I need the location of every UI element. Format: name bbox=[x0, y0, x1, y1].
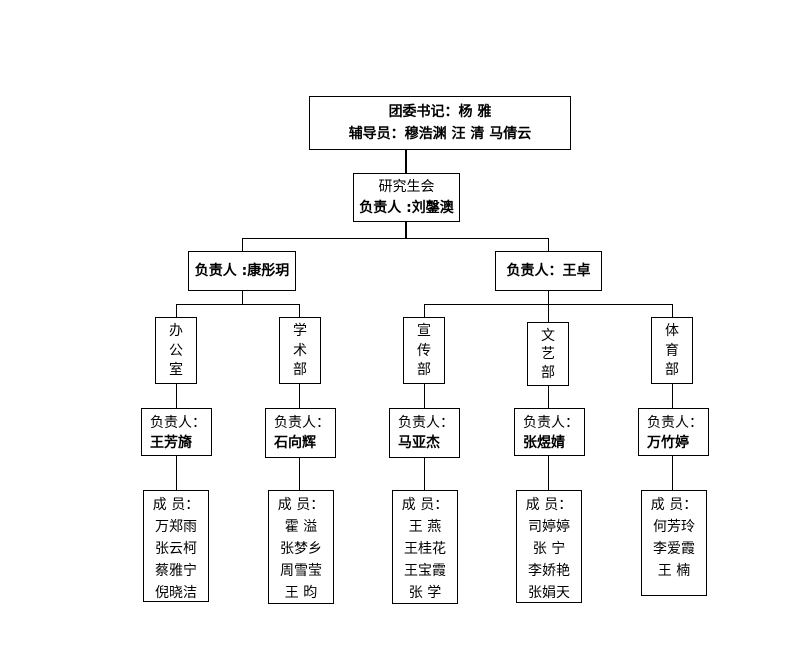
council-leader: 负责人 :刘鏧澳 bbox=[359, 200, 454, 216]
member-name: 王 燕 bbox=[408, 519, 442, 535]
dept-box-sports: 体 育 部 bbox=[651, 317, 693, 384]
dept-char: 部 bbox=[541, 364, 555, 381]
dept-box-office: 办 公 室 bbox=[155, 317, 197, 384]
council-name: 研究生会 bbox=[378, 179, 435, 195]
dept-char: 部 bbox=[293, 361, 307, 378]
member-name: 张 宁 bbox=[532, 541, 566, 557]
member-name: 李爱霞 bbox=[653, 541, 695, 557]
member-name: 张娟天 bbox=[528, 585, 570, 601]
connector-line bbox=[242, 238, 549, 239]
resp-box-office: 负责人： 王芳旖 bbox=[141, 408, 212, 456]
resp-name: 马亚杰 bbox=[398, 435, 440, 451]
dept-char: 部 bbox=[417, 361, 431, 378]
dept-char: 学 bbox=[293, 323, 307, 340]
dept-char: 公 bbox=[169, 342, 183, 359]
dept-char: 文 bbox=[541, 327, 555, 344]
members-box-publicity: 成 员： 王 燕 王桂花 王宝霞 张 学 bbox=[392, 490, 458, 604]
dept-char: 传 bbox=[417, 342, 431, 359]
resp-name: 王芳旖 bbox=[150, 435, 192, 451]
member-name: 李娇艳 bbox=[528, 563, 570, 579]
member-name: 万郑雨 bbox=[155, 519, 197, 535]
member-name: 王宝霞 bbox=[404, 563, 446, 579]
members-title: 成 员： bbox=[650, 497, 698, 513]
member-name: 王桂花 bbox=[404, 541, 446, 557]
dept-char: 术 bbox=[293, 342, 307, 359]
members-title: 成 员： bbox=[525, 497, 573, 513]
member-name: 王 昀 bbox=[284, 585, 318, 601]
connector-line bbox=[672, 456, 673, 490]
member-name: 张梦乡 bbox=[280, 541, 322, 557]
connector-line bbox=[672, 384, 673, 408]
lead-label: 负责人 :康彤玥 bbox=[194, 263, 290, 279]
member-name: 张 学 bbox=[408, 585, 442, 601]
members-box-academic: 成 员： 霍 溢 张梦乡 周雪莹 王 昀 bbox=[268, 490, 334, 604]
connector-line bbox=[548, 456, 549, 490]
dept-char: 宣 bbox=[417, 323, 431, 340]
connector-line bbox=[548, 386, 549, 408]
graduate-council-box: 研究生会 负责人 :刘鏧澳 bbox=[353, 173, 460, 222]
lead-box-left: 负责人 :康彤玥 bbox=[188, 251, 296, 291]
dept-char: 艺 bbox=[541, 346, 555, 362]
dept-box-arts: 文 艺 部 bbox=[527, 322, 569, 386]
member-name: 周雪莹 bbox=[280, 563, 322, 579]
resp-box-sports: 负责人： 万竹婷 bbox=[638, 408, 709, 456]
member-name: 王 楠 bbox=[657, 563, 691, 579]
connector-line bbox=[299, 304, 300, 317]
member-name: 蔡雅宁 bbox=[155, 563, 197, 579]
league-committee-box: 团委书记：杨 雅 辅导员：穆浩渊 汪 清 马倩云 bbox=[309, 96, 571, 150]
counselors-text: 辅导员：穆浩渊 汪 清 马倩云 bbox=[348, 126, 532, 142]
connector-line bbox=[424, 458, 425, 490]
member-name: 霍 溢 bbox=[284, 519, 318, 535]
lead-label: 负责人：王卓 bbox=[506, 263, 591, 279]
dept-char: 育 bbox=[665, 342, 679, 359]
connector-line bbox=[299, 458, 300, 490]
dept-box-academic: 学 术 部 bbox=[279, 317, 321, 384]
resp-label: 负责人： bbox=[647, 415, 703, 431]
members-box-arts: 成 员： 司婷婷 张 宁 李娇艳 张娟天 bbox=[516, 490, 582, 603]
secretary-text: 团委书记：杨 雅 bbox=[388, 104, 492, 120]
resp-label: 负责人： bbox=[523, 415, 579, 431]
dept-box-publicity: 宣 传 部 bbox=[403, 317, 445, 384]
resp-box-arts: 负责人： 张煜婧 bbox=[514, 408, 585, 456]
resp-box-academic: 负责人： 石向辉 bbox=[265, 408, 336, 458]
connector-line bbox=[672, 304, 673, 317]
resp-name: 张煜婧 bbox=[523, 435, 565, 451]
members-title: 成 员： bbox=[401, 497, 449, 513]
members-box-sports: 成 员： 何芳玲 李爱霞 王 楠 bbox=[641, 490, 707, 596]
connector-line bbox=[176, 304, 300, 305]
lead-box-right: 负责人：王卓 bbox=[495, 251, 602, 291]
connector-line bbox=[424, 384, 425, 408]
member-name: 司婷婷 bbox=[528, 519, 570, 535]
dept-char: 办 bbox=[169, 323, 183, 340]
members-title: 成 员： bbox=[152, 497, 200, 513]
dept-char: 部 bbox=[665, 361, 679, 378]
connector-line bbox=[548, 304, 549, 322]
connector-line bbox=[242, 291, 243, 304]
resp-label: 负责人： bbox=[150, 415, 206, 431]
members-title: 成 员： bbox=[277, 497, 325, 513]
connector-line bbox=[299, 384, 300, 408]
member-name: 何芳玲 bbox=[653, 519, 695, 535]
resp-label: 负责人： bbox=[274, 415, 330, 431]
connector-line bbox=[176, 456, 177, 490]
connector-line bbox=[405, 222, 407, 239]
member-name: 倪晓洁 bbox=[155, 585, 197, 601]
member-name: 张云柯 bbox=[155, 541, 197, 557]
connector-line bbox=[405, 150, 407, 173]
dept-char: 室 bbox=[169, 361, 183, 378]
connector-line bbox=[176, 384, 177, 408]
resp-label: 负责人： bbox=[398, 415, 454, 431]
resp-name: 万竹婷 bbox=[647, 435, 689, 451]
connector-line bbox=[424, 304, 425, 317]
connector-line bbox=[176, 304, 177, 317]
connector-line bbox=[242, 238, 243, 251]
resp-name: 石向辉 bbox=[274, 435, 316, 451]
dept-char: 体 bbox=[665, 323, 679, 340]
connector-line bbox=[548, 238, 549, 251]
members-box-office: 成 员： 万郑雨 张云柯 蔡雅宁 倪晓洁 bbox=[143, 490, 209, 602]
resp-box-publicity: 负责人： 马亚杰 bbox=[389, 408, 460, 458]
connector-line bbox=[548, 291, 549, 304]
